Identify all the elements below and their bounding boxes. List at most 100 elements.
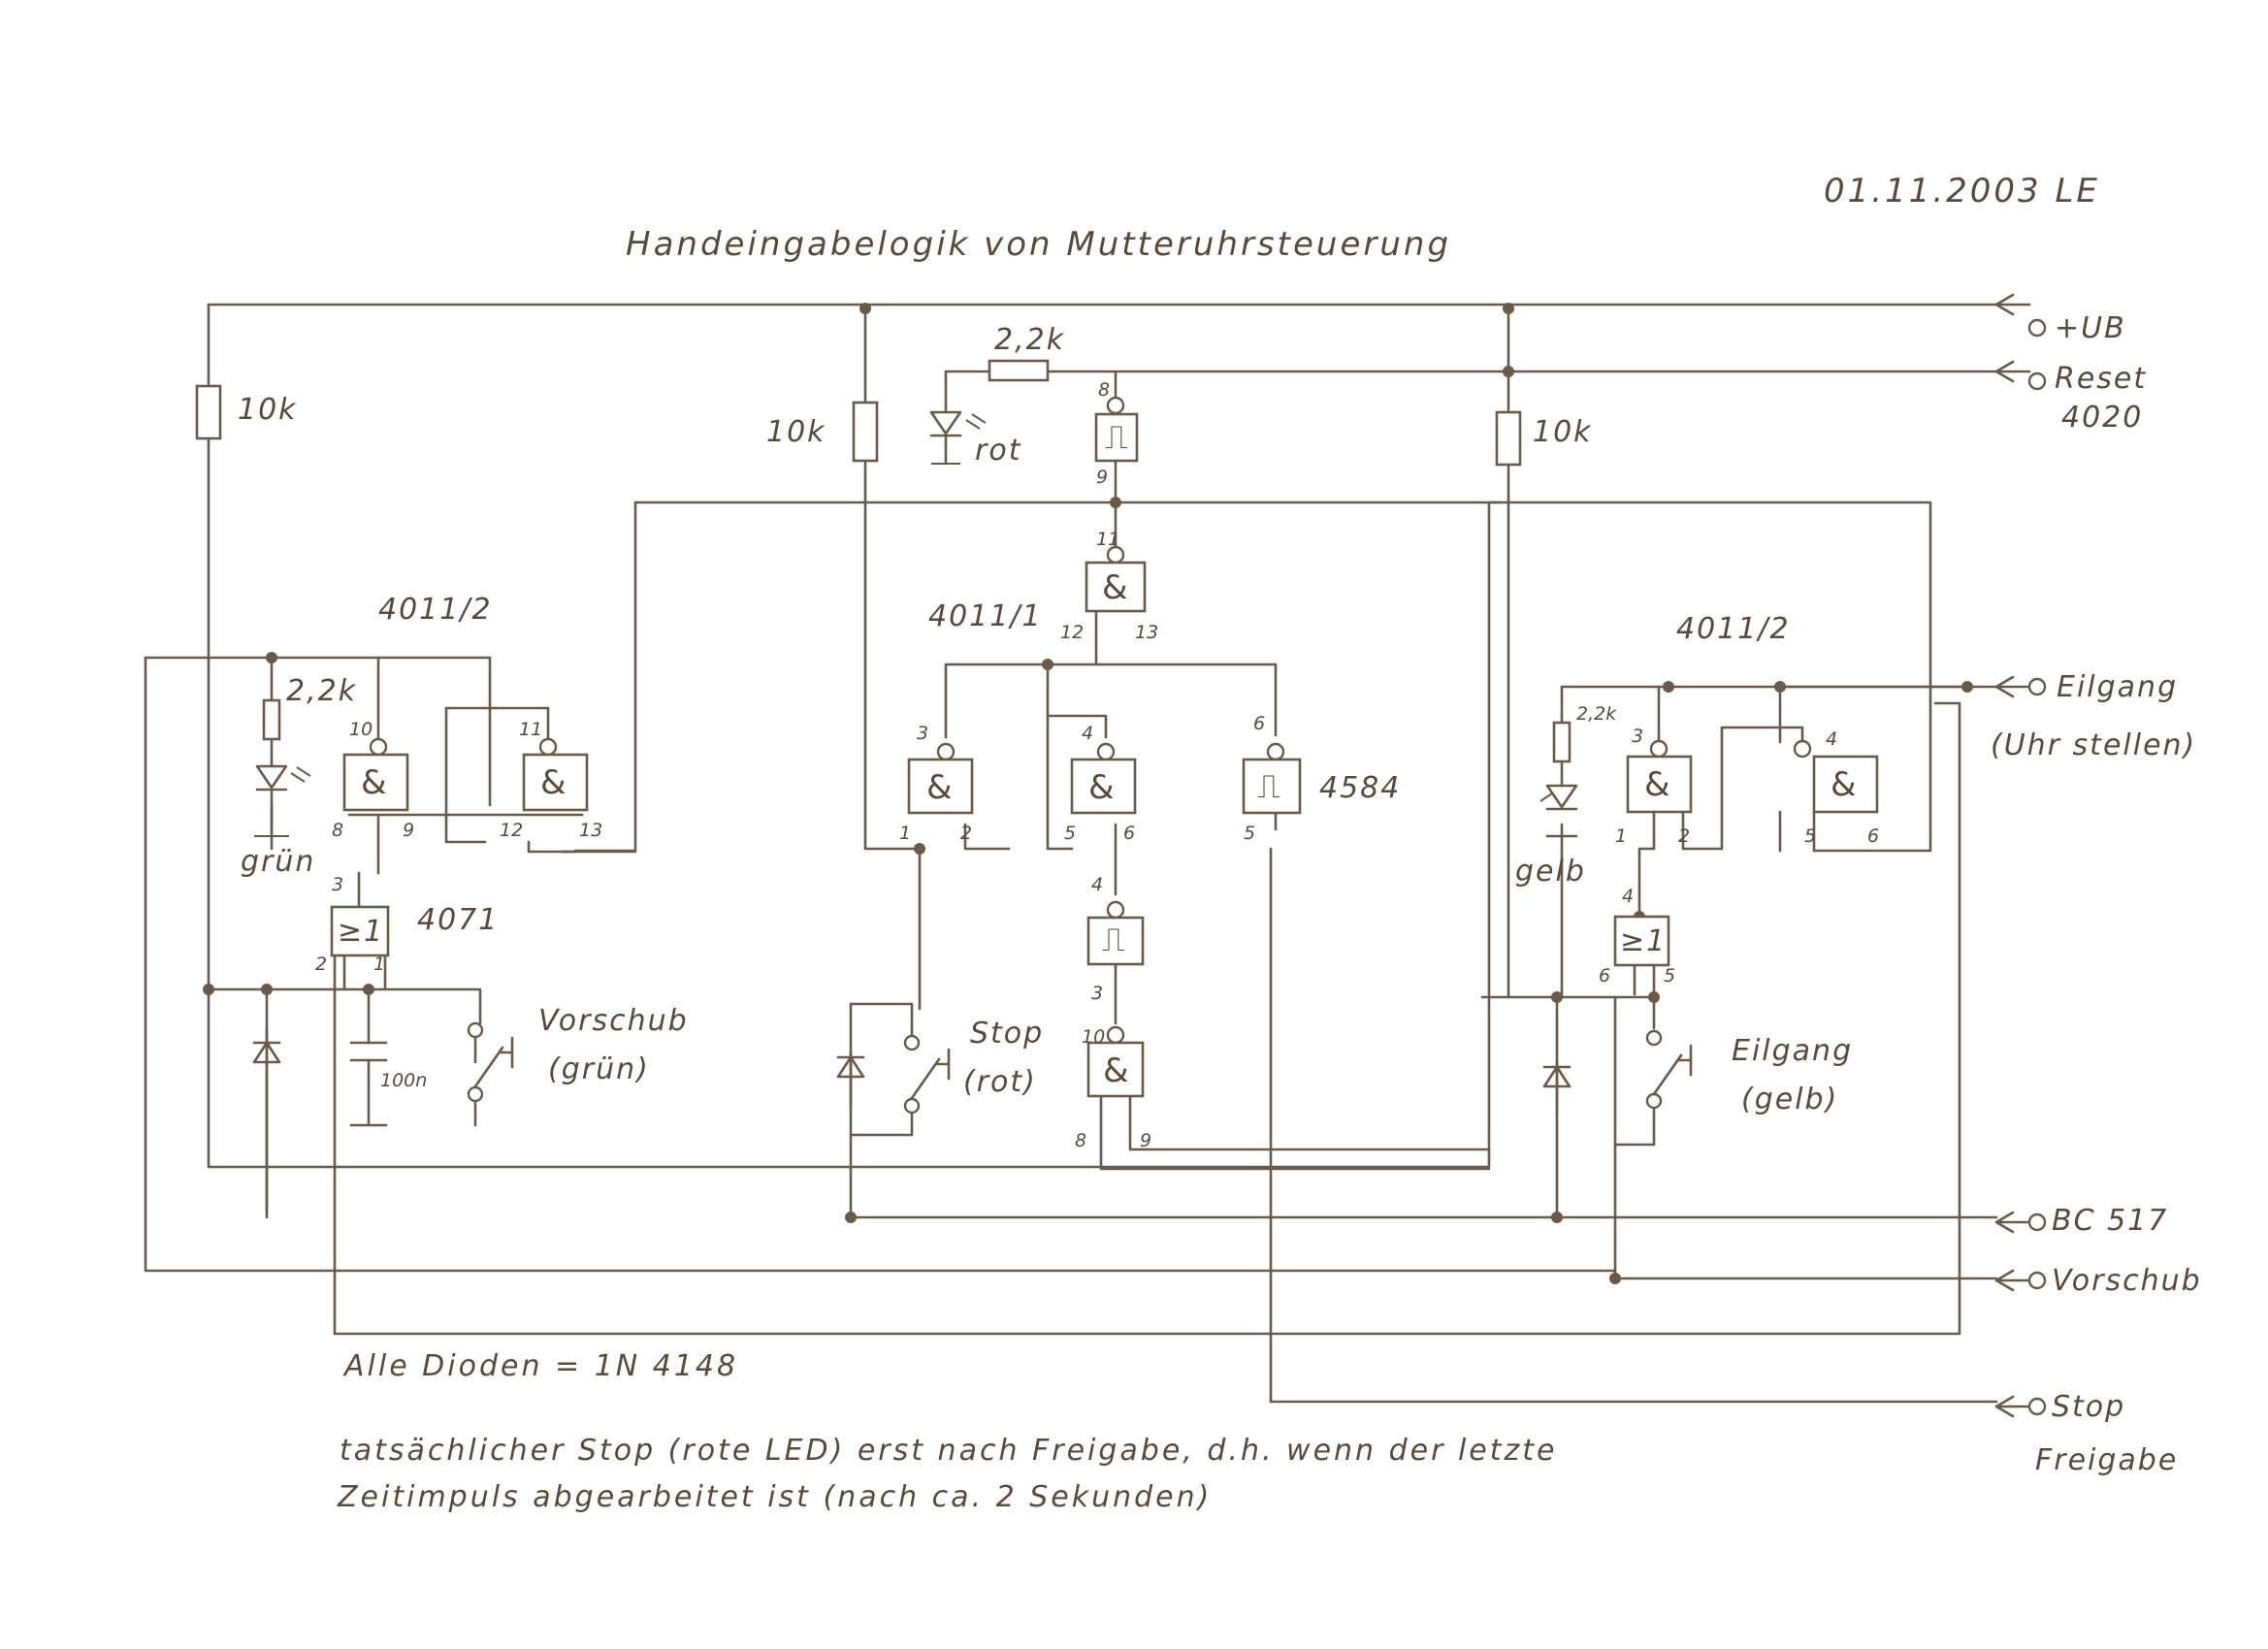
ic-4011-2-right-label: 4011/2 [1676, 612, 1791, 646]
junction-dots [203, 303, 1973, 1284]
terminal-freigabe-label: Freigabe [2035, 1443, 2178, 1477]
pin-12-left: 12 [500, 820, 523, 841]
pin-5-4584: 5 [1244, 823, 1255, 844]
pin-3-mid-left: 3 [917, 723, 928, 744]
note-line-1: tatsächlicher Stop (rote LED) erst nach … [340, 1434, 1558, 1468]
pin-8-top: 8 [1098, 379, 1110, 401]
or-symbol-left: ≥1 [338, 915, 384, 949]
schmitt-trigger-top-symbol: ⎍ [1105, 418, 1128, 457]
pin-2-right: 2 [1678, 825, 1690, 847]
terminal-vorschub: Vorschub [1994, 1264, 2202, 1298]
switch-vorschub: Vorschub (grün) [467, 1004, 689, 1103]
terminal-reset-ic: 4020 [2061, 401, 2143, 435]
nand-symbol-mid-left: & [926, 768, 953, 807]
terminal-reset: Reset 4020 [1994, 360, 2145, 435]
capacitor-100n: 100n [349, 1041, 427, 1127]
pin-8-left: 8 [332, 820, 343, 841]
nand-gate-right-a: & 3 1 2 4011/2 [1615, 612, 1791, 847]
switch-stop-label: Stop [970, 1017, 1044, 1051]
pin-11-left: 11 [519, 719, 542, 740]
nand-gate-left-a: & 10 8 9 4011/2 [332, 593, 493, 841]
pin-5-mid-right: 5 [1064, 823, 1076, 844]
nand-gate-4011-1-top: & 11 12 13 4011/1 [928, 529, 1158, 643]
resistor-left: 10k [195, 384, 298, 440]
nand-gate-right-b: & 4 5 6 [1793, 728, 1879, 847]
nand-symbol-right-b: & [1831, 765, 1857, 804]
pin-10-left: 10 [349, 719, 373, 740]
ic-4071-label: 4071 [417, 903, 499, 937]
note-line-2: Zeitimpuls abgearbeitet ist (nach ca. 2 … [337, 1480, 1212, 1514]
pin-4-or-right: 4 [1622, 886, 1634, 907]
nand-gate-mid-left: & 3 1 2 [899, 723, 974, 844]
pin-4-schmitt: 4 [1091, 874, 1103, 895]
terminal-bc517: BC 517 [1994, 1204, 2168, 1238]
pin-9-top: 9 [1096, 467, 1108, 488]
pin-1-mid-left: 1 [899, 823, 911, 844]
terminal-vorschub-label: Vorschub [2052, 1264, 2202, 1298]
switch-vorschub-color: (grün) [548, 1052, 650, 1086]
resistor-right-label: 10k [1533, 415, 1593, 449]
nand-symbol-top: & [1102, 568, 1128, 607]
terminal-stop-label: Stop [2052, 1390, 2125, 1424]
terminal-bc517-label: BC 517 [2052, 1204, 2168, 1238]
ic-4584-label: 4584 [1319, 771, 1401, 805]
or-gate-right: ≥1 4 6 5 [1599, 886, 1675, 986]
pin-3-or-left: 3 [332, 874, 343, 895]
led-yellow-label: gelb [1515, 855, 1586, 889]
diode-left [252, 1026, 281, 1214]
pin-13-mid: 13 [1135, 622, 1158, 643]
nand-symbol-left-a: & [361, 763, 387, 802]
schmitt-trigger-4584: ⎍ 6 5 4584 [1242, 713, 1401, 844]
switch-eilgang: Eilgang (gelb) [1645, 1029, 1853, 1116]
led-yellow: gelb [1515, 784, 1586, 889]
ic-4011-1-label: 4011/1 [928, 599, 1043, 633]
led-green: grün [241, 764, 315, 879]
pin-3-schmitt: 3 [1091, 983, 1103, 1004]
terminal-stop-freigabe: Stop Freigabe [1994, 1390, 2178, 1477]
pin-9-bottom: 9 [1140, 1130, 1151, 1151]
nand-symbol-bottom: & [1103, 1051, 1129, 1090]
nand-gate-mid-right: & 4 5 6 [1064, 723, 1137, 844]
nand-symbol-right-a: & [1644, 765, 1670, 804]
schmitt-4584-symbol: ⎍ [1257, 767, 1280, 806]
terminal-eilgang-label: Eilgang [2057, 670, 2178, 704]
pin-2-or-left: 2 [315, 954, 327, 975]
or-gate-4071: ≥1 3 2 1 4071 [315, 874, 499, 975]
resistor-led-red: 2,2k [988, 323, 1063, 382]
led-green-label: grün [241, 845, 315, 879]
resistor-middle-label: 10k [766, 415, 826, 449]
switch-eilgang-label: Eilgang [1732, 1034, 1853, 1068]
nand-symbol-left-b: & [540, 763, 567, 802]
pin-12-mid: 12 [1060, 622, 1084, 643]
resistor-led-green-label: 2,2k [286, 674, 357, 708]
diagram-title: Handeingabelogik von Mutteruhrsteuerung [626, 225, 1451, 264]
pin-3-right: 3 [1632, 726, 1643, 747]
nand-gate-bottom: & 10 8 9 [1075, 1025, 1151, 1151]
pin-13-left: 13 [579, 820, 602, 841]
diode-middle [836, 1051, 865, 1108]
resistor-led-yellow: 2,2k [1552, 703, 1617, 763]
resistor-middle: 10k [766, 401, 879, 463]
date-author: 01.11.2003 LE [1824, 172, 2100, 210]
pin-5-or-right: 5 [1664, 965, 1675, 986]
pin-4-mid-right: 4 [1082, 723, 1093, 744]
switch-eilgang-color: (gelb) [1741, 1083, 1838, 1116]
terminal-ub: +UB [1994, 293, 2126, 345]
schmitt-trigger-mid: ⎍ 4 3 [1086, 874, 1145, 1004]
wiring [144, 303, 1998, 1404]
switch-vorschub-label: Vorschub [538, 1004, 689, 1038]
pin-10-bottom: 10 [1082, 1026, 1105, 1048]
resistor-left-label: 10k [238, 393, 298, 427]
terminal-ub-label: +UB [2055, 311, 2126, 345]
pin-1-or-left: 1 [373, 954, 385, 975]
note-diodes: Alle Dioden = 1N 4148 [342, 1349, 738, 1383]
resistor-led-yellow-label: 2,2k [1576, 703, 1617, 725]
pin-6-4584: 6 [1253, 713, 1265, 734]
switch-stop: Stop (rot) [903, 1017, 1044, 1115]
switch-stop-color: (rot) [963, 1065, 1037, 1099]
schmitt-trigger-top: ⎍ 8 9 [1094, 379, 1139, 488]
pin-1-right: 1 [1615, 825, 1627, 847]
ic-4011-2-left-label: 4011/2 [378, 593, 493, 627]
capacitor-label: 100n [380, 1070, 427, 1091]
pin-8-bottom: 8 [1075, 1130, 1086, 1151]
